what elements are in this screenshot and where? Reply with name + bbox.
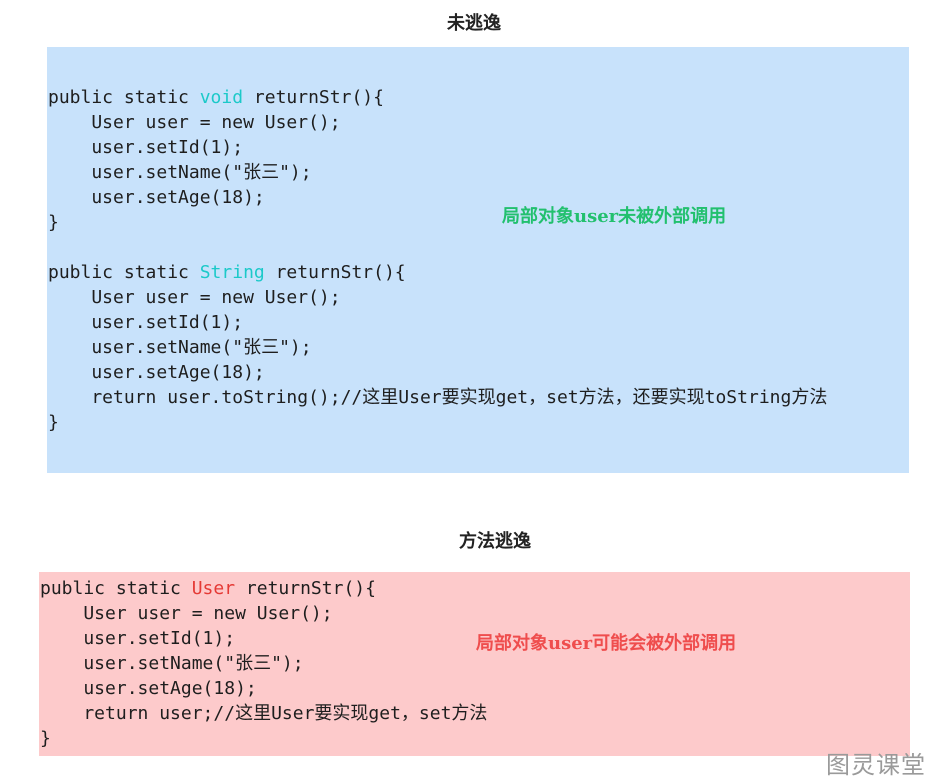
heading-method-escape: 方法逃逸 (459, 531, 531, 552)
code-line: user.setName("张三"); (48, 337, 312, 358)
code-line: user.setId(1); (40, 628, 236, 649)
method-escape-code: public static User returnStr(){ User use… (40, 576, 487, 751)
heading-no-escape: 未逃逸 (447, 13, 501, 34)
no-escape-code: public static void returnStr(){ User use… (48, 85, 827, 435)
return-type-void: void (199, 87, 244, 108)
code-line: public static String returnStr(){ (48, 262, 406, 283)
code-line: } (48, 212, 59, 233)
code-line: user.setAge(18); (48, 362, 265, 383)
code-line: User user = new User(); (48, 112, 341, 133)
code-line: user.setName("张三"); (40, 653, 304, 674)
watermark-logo: 图灵课堂 (826, 751, 926, 779)
code-line: user.setId(1); (48, 137, 244, 158)
code-line: user.setAge(18); (40, 678, 257, 699)
code-line: } (48, 412, 59, 433)
code-line: user.setName("张三"); (48, 162, 312, 183)
code-line: } (40, 728, 51, 749)
method-escape-code-panel: public static User returnStr(){ User use… (39, 572, 910, 756)
code-line: User user = new User(); (48, 287, 341, 308)
code-line: return user;//这里User要实现get，set方法 (40, 703, 488, 724)
code-line: public static User returnStr(){ (40, 578, 376, 599)
annotation-may-be-called-externally: 局部对象user可能会被外部调用 (476, 633, 737, 654)
code-line: user.setAge(18); (48, 187, 265, 208)
code-line: return user.toString();//这里User要实现get，se… (48, 387, 828, 408)
annotation-not-called-externally: 局部对象user未被外部调用 (502, 206, 727, 227)
return-type-user: User (191, 578, 236, 599)
code-line: user.setId(1); (48, 312, 244, 333)
return-type-string: String (199, 262, 265, 283)
no-escape-code-panel: public static void returnStr(){ User use… (47, 47, 909, 473)
code-line: public static void returnStr(){ (48, 87, 384, 108)
code-line: User user = new User(); (40, 603, 333, 624)
